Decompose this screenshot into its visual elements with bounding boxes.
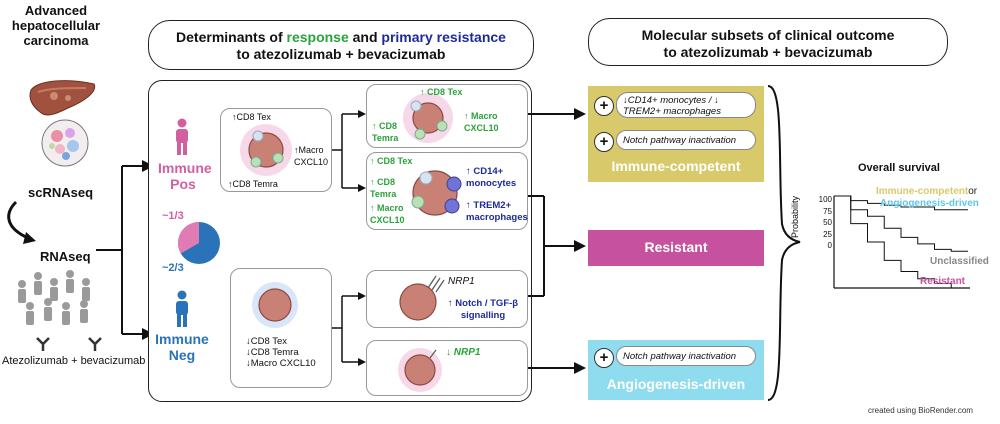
resp-macro: ↑ Macro CXCL10: [464, 111, 499, 133]
response-word: response: [286, 29, 349, 45]
label-resistant: Resistant: [920, 276, 966, 287]
immune-competent-panel: + ↓CD14+ monocytes / ↓ TREM2+ macrophage…: [588, 86, 764, 182]
resistant-neg-box: [366, 270, 528, 328]
fraction-top: ~1/3: [162, 210, 184, 222]
response-box: [366, 84, 528, 148]
survival-series-line: [834, 195, 968, 289]
res-cd14: ↑ CD14+ monocytes: [466, 166, 517, 189]
resp-cd8-temra: ↑ CD8 Temra: [372, 121, 399, 143]
antibody-icon: [88, 337, 102, 351]
notch-label: ↑ Notch / TGF-β signalling: [447, 298, 519, 321]
scrnaseq-label: scRNAseq: [28, 185, 94, 200]
low-nrp1-label: ↓ NRP1: [446, 347, 481, 358]
tumor-cell-icon: [252, 282, 298, 328]
survival-series-line: [834, 195, 968, 211]
branch-arrows: [332, 110, 366, 366]
nrp1-label: NRP1: [448, 276, 475, 287]
tumor-cell-icon: [398, 348, 442, 392]
resistance-word: primary resistance: [381, 29, 506, 45]
resistant-label: Resistant: [644, 239, 708, 255]
split-arrows: [96, 160, 154, 340]
tumor-cell-icon: [403, 93, 453, 143]
legend-angio: Angiogenesis-driven: [880, 198, 979, 209]
survival-ylabel: Probability: [790, 195, 800, 238]
pos-cd8-tex: ↑CD8 Tex: [232, 112, 271, 122]
immune-competent-pill-2: Notch pathway inactivation: [616, 130, 756, 150]
angiogenesis-label: Angiogenesis-driven: [606, 376, 746, 392]
treatment-label: Atezolizumab + bevacizumab: [2, 355, 146, 367]
pos-macro: ↑Macro CXCL10: [294, 145, 329, 167]
res-cd8-tex: ↑ CD8 Tex: [370, 156, 413, 166]
survival-title: Overall survival: [858, 162, 940, 174]
person-blue-icon: [176, 290, 188, 327]
proportion-pie: [177, 222, 220, 264]
outcome-arrows: [528, 108, 586, 374]
neg-markers: ↓CD8 Tex ↓CD8 Temra ↓Macro CXCL10: [246, 336, 316, 369]
person-pink-icon: [176, 118, 188, 155]
survival-yticks: 100 75 50 25 0: [818, 195, 832, 250]
legend-immune: Immune-competentor: [876, 186, 978, 197]
rnaseq-label: RNAseq: [40, 249, 91, 264]
survival-chart: [833, 195, 970, 289]
liver-icon: [29, 80, 96, 116]
angiogenesis-box: [366, 340, 528, 396]
disease-label: Advanced hepatocellular carcinoma: [11, 3, 101, 48]
tumor-cell-nrp1-icon: [399, 275, 445, 321]
res-macro: ↑ Macro CXCL10: [370, 203, 405, 225]
fraction-bottom: ~2/3: [162, 262, 184, 274]
antibody-icon: [36, 337, 50, 351]
center-title: Determinants of response and primary res…: [148, 20, 534, 70]
survival-series-line: [834, 195, 968, 252]
footer-credit: created using BioRender.com: [868, 406, 973, 415]
res-cd8-temra: ↑ CD8 Temra: [370, 177, 397, 199]
immune-competent-pill-1: ↓CD14+ monocytes / ↓ TREM2+ macrophages: [616, 92, 756, 118]
immune-competent-label: Immune-competent: [611, 158, 741, 174]
brace-icon: [767, 85, 801, 401]
tumor-cell-icon: [240, 124, 292, 176]
angiogenesis-pill: Notch pathway inactivation: [616, 346, 756, 366]
resp-cd8-tex: ↑ CD8 Tex: [420, 87, 463, 97]
resistant-panel: Resistant: [588, 230, 764, 266]
curved-down-arrow-icon: [7, 200, 36, 244]
res-trem2: ↑ TREM2+ macrophages: [466, 200, 528, 223]
tumor-cells-dish-icon: [41, 119, 89, 167]
angiogenesis-panel: + Notch pathway inactivation Angiogenesi…: [588, 340, 764, 400]
patients-group-icon: [18, 270, 90, 325]
plus-icon: +: [594, 96, 614, 116]
plus-icon: +: [594, 132, 614, 152]
label-unclassified: Unclassified: [930, 256, 989, 267]
plus-icon: +: [594, 348, 614, 368]
pos-cd8-temra: ↑CD8 Temra: [228, 179, 278, 189]
tumor-cell-icon: [411, 170, 462, 216]
